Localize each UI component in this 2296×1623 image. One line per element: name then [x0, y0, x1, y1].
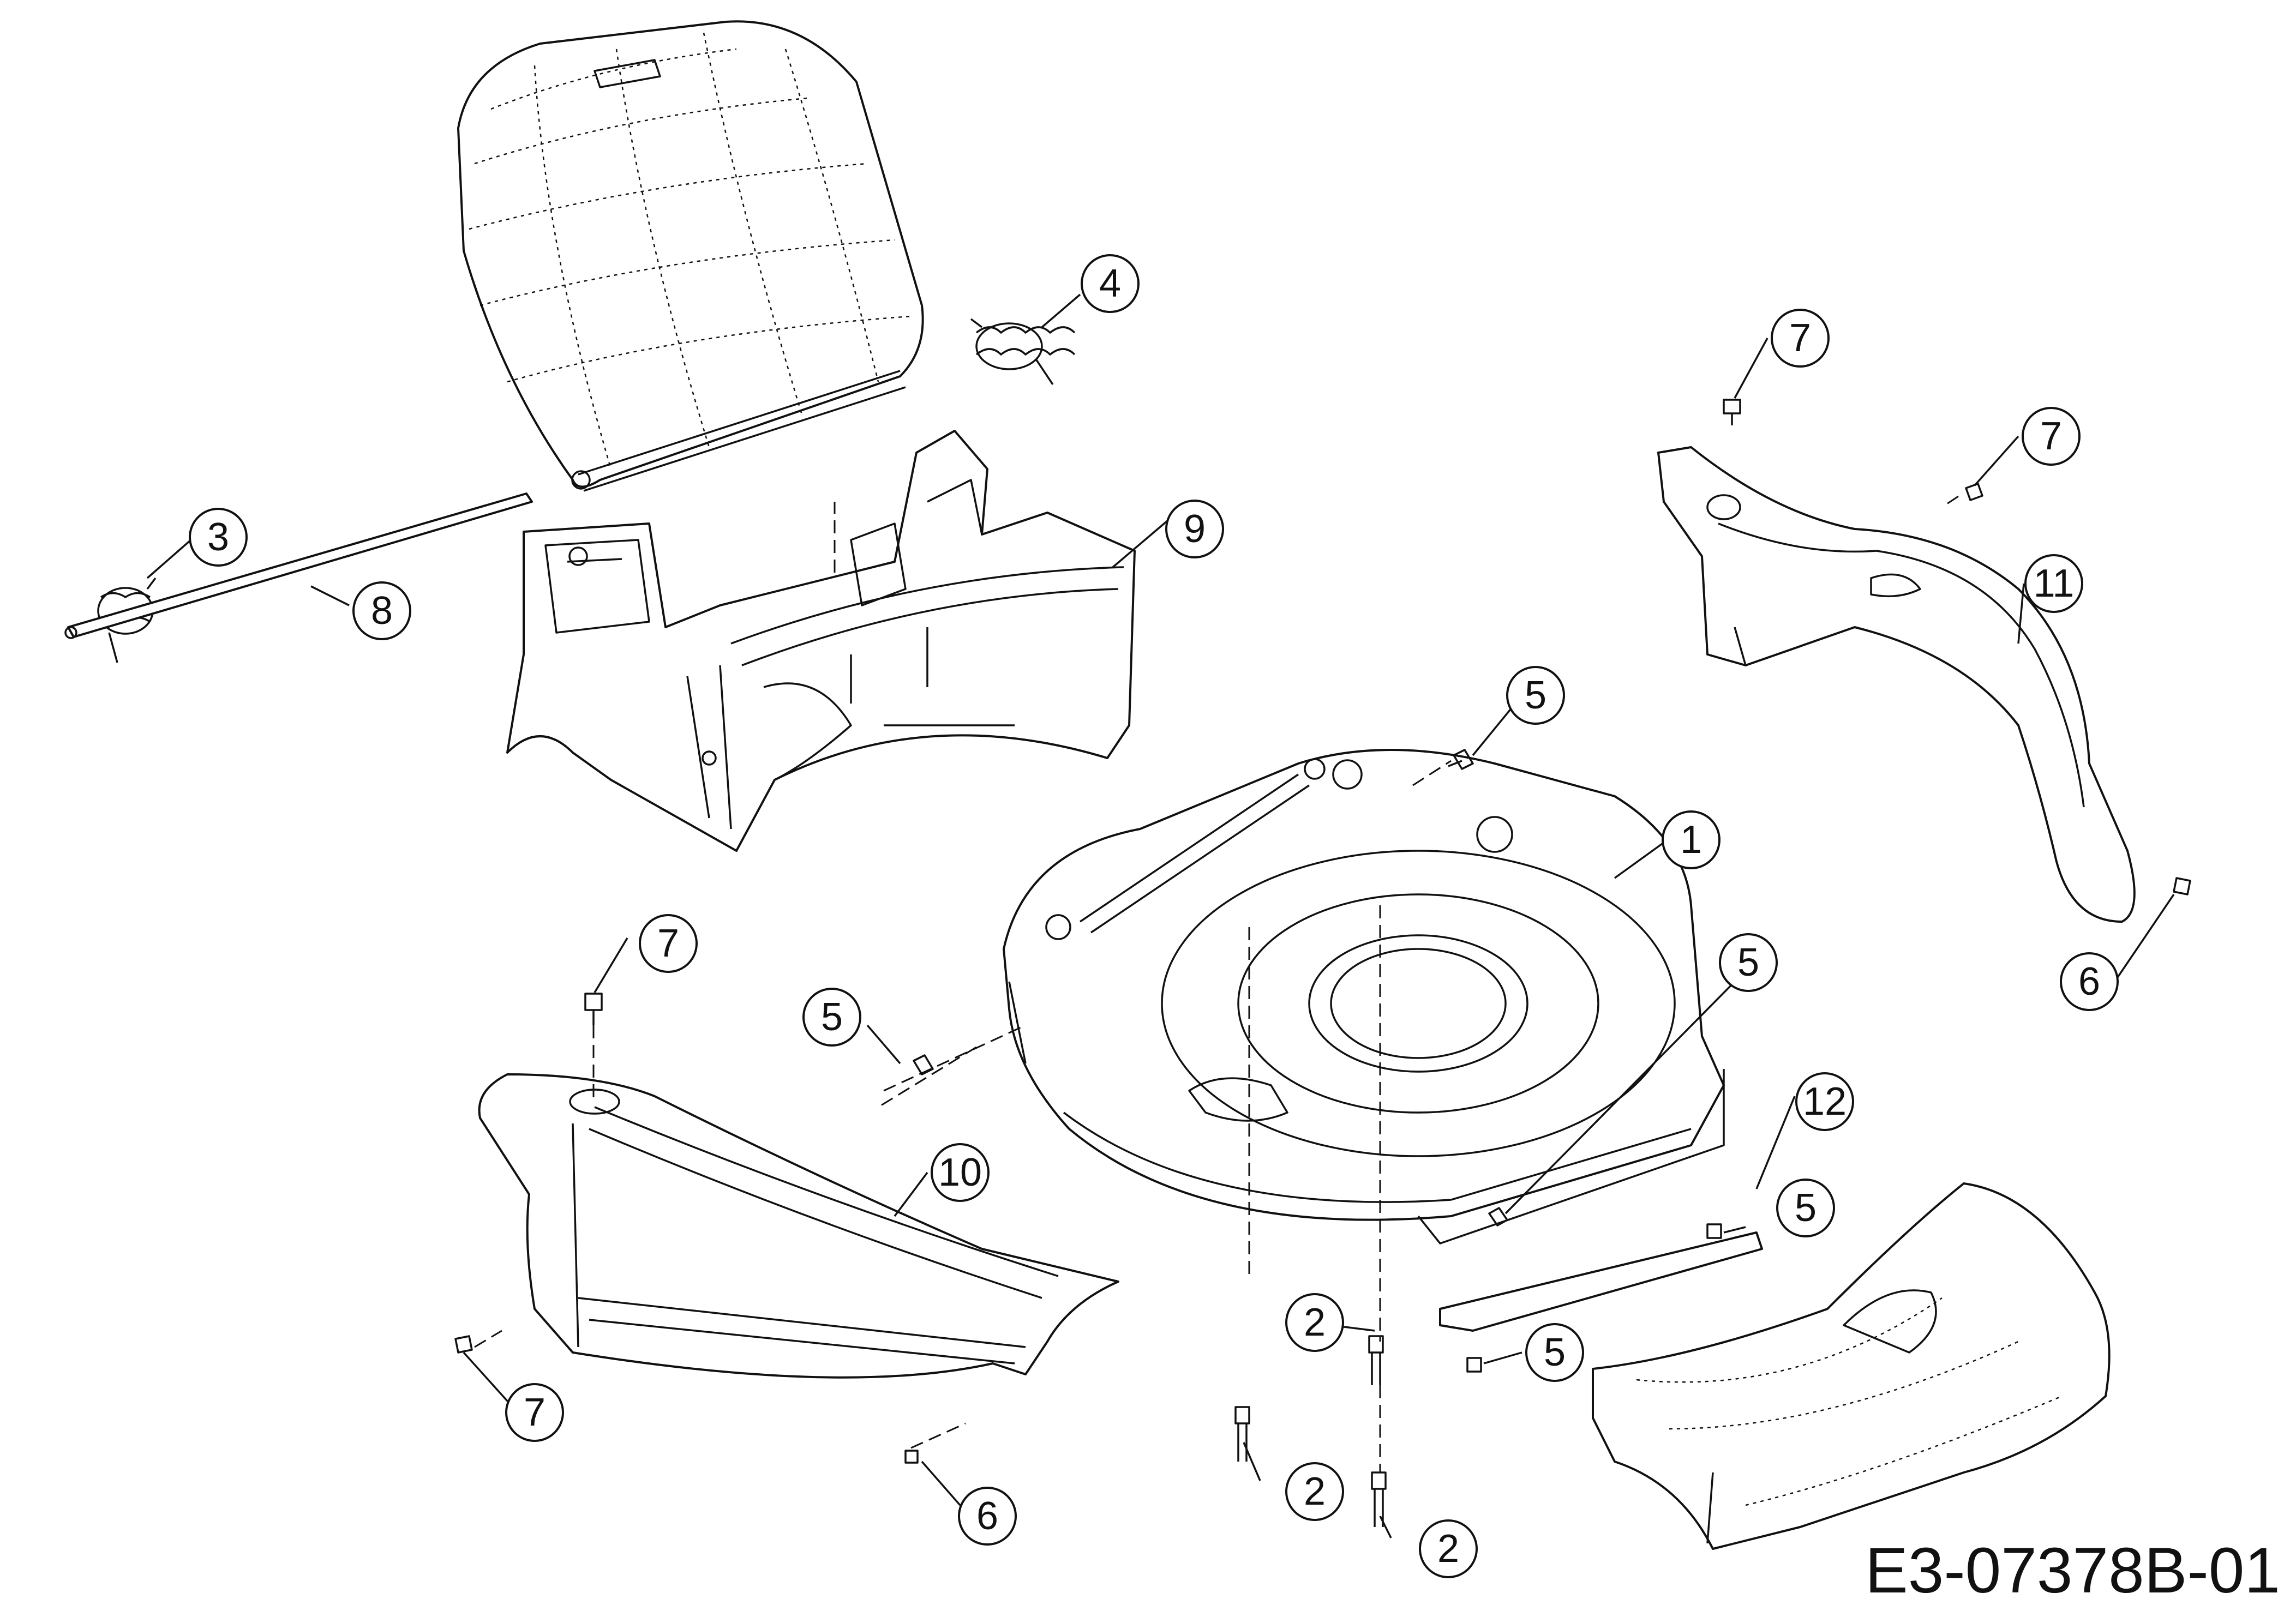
callout-4: 4 [1081, 254, 1140, 313]
callout-6-a: 6 [2060, 952, 2119, 1011]
svg-text:7: 7 [2040, 414, 2062, 458]
svg-text:11: 11 [2034, 562, 2075, 605]
callout-5-a: 5 [1506, 666, 1565, 725]
callout-7-a: 7 [1771, 309, 1830, 368]
callout-9: 9 [1165, 500, 1224, 558]
callout-12: 12 [1795, 1072, 1854, 1131]
callout-6-b: 6 [958, 1487, 1017, 1546]
rear-housing-9 [506, 430, 1136, 852]
callout-5-e: 5 [1525, 1323, 1584, 1382]
drawing-code: E3-07378B-01 [1865, 1535, 2280, 1607]
svg-text:5: 5 [1737, 941, 1759, 984]
svg-text:4: 4 [1099, 262, 1121, 305]
callout-2-c: 2 [1419, 1519, 1478, 1578]
svg-text:10: 10 [938, 1151, 982, 1194]
svg-text:5: 5 [1795, 1186, 1817, 1230]
callout-2-b: 2 [1285, 1462, 1344, 1521]
mower-deck-1 [1003, 749, 1725, 1245]
fasteners [454, 399, 2191, 1527]
svg-text:1: 1 [1680, 818, 1702, 862]
callout-5-d: 5 [1776, 1179, 1835, 1237]
svg-text:7: 7 [1789, 316, 1811, 360]
strip-12 [1439, 1231, 1763, 1332]
svg-text:5: 5 [1544, 1331, 1566, 1374]
svg-text:9: 9 [1184, 507, 1206, 551]
callout-5-b: 5 [802, 988, 861, 1047]
callout-7-d: 7 [505, 1383, 564, 1442]
callout-3: 3 [189, 508, 248, 567]
svg-text:7: 7 [657, 922, 679, 965]
svg-text:7: 7 [524, 1391, 545, 1434]
callout-10: 10 [931, 1143, 990, 1202]
mulch-plug [1592, 1182, 2111, 1550]
torsion-spring-4 [970, 318, 1076, 385]
rod-8 [64, 492, 533, 639]
callout-7-c: 7 [639, 914, 698, 973]
svg-text:2: 2 [1304, 1470, 1326, 1513]
svg-text:12: 12 [1803, 1080, 1847, 1123]
callout-5-c: 5 [1719, 933, 1778, 992]
side-cover-11 [1657, 446, 2136, 923]
alignment-lines [474, 495, 1959, 1472]
callout-11: 11 [2024, 554, 2083, 613]
callout-1: 1 [1662, 810, 1720, 869]
callout-8: 8 [352, 581, 411, 640]
svg-text:6: 6 [2078, 960, 2100, 1003]
callout-2-a: 2 [1285, 1293, 1344, 1352]
svg-text:5: 5 [1525, 674, 1546, 717]
svg-text:2: 2 [1304, 1301, 1326, 1344]
svg-text:2: 2 [1437, 1527, 1459, 1571]
svg-text:6: 6 [976, 1494, 998, 1538]
svg-text:3: 3 [207, 515, 229, 559]
grass-catcher-bag [457, 20, 924, 492]
side-cover-10 [478, 1073, 1119, 1379]
svg-text:8: 8 [371, 589, 393, 633]
svg-text:5: 5 [821, 995, 843, 1039]
callout-7-b: 7 [2022, 407, 2081, 466]
leader-lines [146, 293, 2175, 1538]
